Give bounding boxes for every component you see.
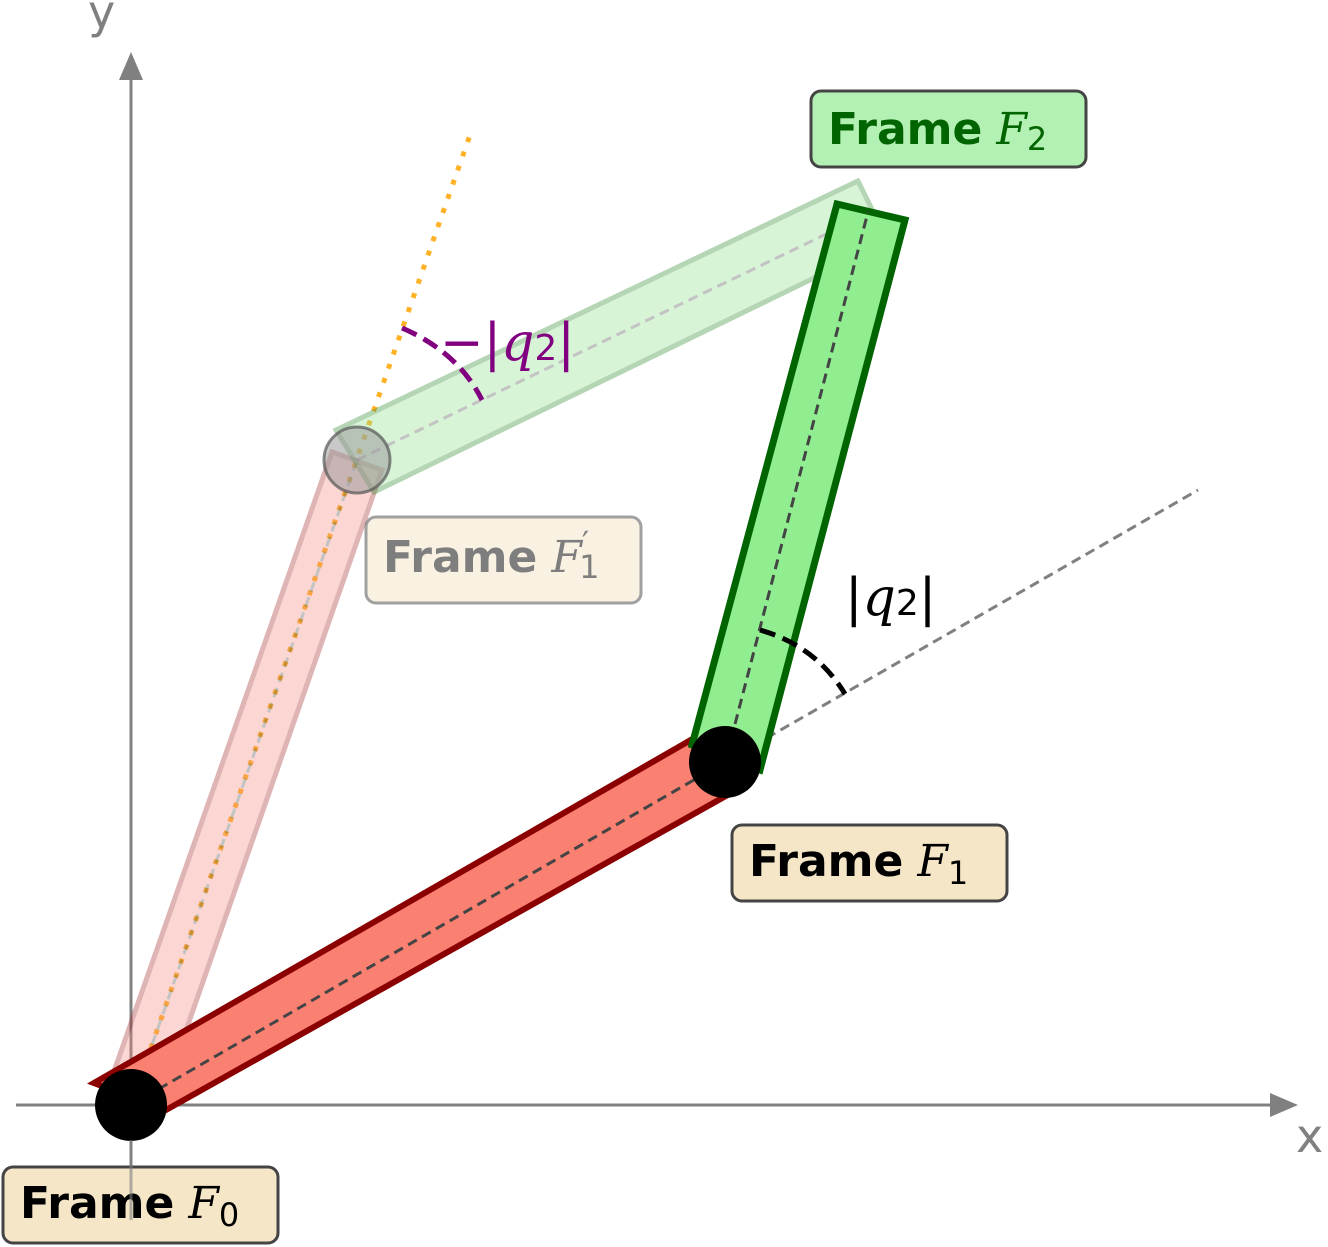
frame-f0-box: [1, 1165, 280, 1245]
frame-f2-label: Frame F2: [809, 89, 1088, 169]
frame-f1-prime-word: Frame: [383, 532, 537, 583]
frame-f0-word: Frame: [20, 1178, 174, 1229]
neg-q2-sub: 2: [534, 328, 557, 369]
frame-f1-text: Frame F1: [749, 836, 968, 892]
q2-var: q: [863, 568, 896, 628]
frame-f1-prime-text: Frame F′1: [383, 524, 599, 586]
frame-f1-prime-mark: ′: [582, 524, 589, 562]
link1-centerline: [130, 760, 726, 1107]
frame-f2-word: Frame: [828, 104, 982, 155]
frame-f2-box: [809, 89, 1088, 169]
frame-f1-prime-box: [364, 515, 643, 605]
y-axis-arrowhead: [119, 52, 143, 80]
q2-bar-right: |: [919, 568, 937, 628]
q2-bar-left: |: [845, 568, 863, 628]
joint-base-f0: [95, 1069, 167, 1141]
x-axis-arrowhead: [1270, 1093, 1298, 1117]
frame-f2-sub: 2: [1027, 120, 1047, 158]
neg-q2-angle-arc: [401, 325, 485, 402]
q2-sub: 2: [896, 583, 919, 624]
q2-angle-arc: [759, 627, 848, 696]
ghost-link1-centerline: [129, 459, 359, 1106]
frame-f1-sub: 1: [948, 854, 968, 892]
frame-f1-prime-label: Frame F′1: [364, 515, 643, 605]
x-axis-label: x: [1296, 1109, 1323, 1163]
joint-elbow-f1: [689, 726, 761, 798]
frame-f2-var: F: [995, 104, 1028, 155]
frame-f1-label: Frame F1: [730, 823, 1009, 903]
frame-f0-var: F: [187, 1178, 220, 1229]
ghost-link1-direction-ray: [128, 134, 473, 1106]
frame-f1-var: F: [916, 836, 949, 887]
neg-q2-bar-left: |: [484, 313, 502, 373]
link2-centerline: [725, 211, 870, 756]
frame-f1-prime-sub: 1: [579, 548, 599, 586]
frame-f1-prime-var: F: [550, 532, 583, 583]
frame-f2-text: Frame F2: [828, 104, 1047, 158]
frame-f0-text: Frame F0: [20, 1178, 239, 1234]
neg-q2-angle-label: −|q2|: [440, 313, 575, 373]
q2-angle-label: |q2|: [845, 568, 936, 628]
frame-f1-word: Frame: [749, 836, 903, 887]
link1-extension-ray: [724, 488, 1199, 764]
frame-f1-box: [730, 823, 1009, 903]
y-axis-label: y: [88, 0, 115, 39]
neg-q2-bar-right: |: [557, 313, 575, 373]
frame-f0-label: Frame F0: [1, 1165, 280, 1245]
ghost-joint-f1-prime: [322, 425, 392, 495]
neg-q2-minus: −: [440, 313, 484, 373]
coordinate-axes: x y: [16, 0, 1323, 1220]
neg-q2-var: q: [501, 313, 534, 373]
frame-f0-sub: 0: [219, 1196, 239, 1234]
